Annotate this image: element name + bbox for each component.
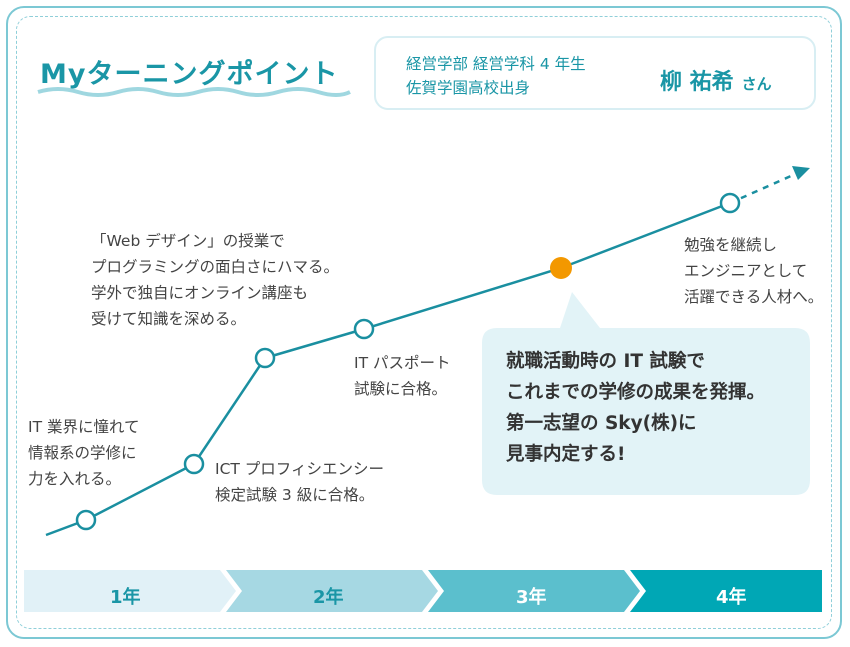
milestone-text-1: IT 業界に憧れて 情報系の学修に 力を入れる。 (28, 418, 140, 488)
year-segment-2 (226, 570, 438, 612)
profile-name: 柳 祐希 (660, 70, 734, 95)
callout-bubble (482, 292, 810, 495)
growth-line-arrow-dashed (729, 170, 801, 205)
milestone-point-1 (75, 509, 97, 531)
page-title: Myターニングポイント (40, 59, 339, 90)
profile-card: 経営学部 経営学科 4 年生 佐賀学園高校出身 柳 祐希さん (374, 36, 816, 110)
profile-honorific: さん (741, 75, 772, 93)
arrow-head-icon (792, 166, 810, 180)
milestone-text-3: 「Web デザイン」の授業で プログラミングの面白さにハマる。 学外で独自にオン… (91, 232, 340, 328)
year-segment-1 (24, 570, 236, 612)
profile-school: 佐賀学園高校出身 (406, 79, 531, 97)
milestone-point-4 (353, 318, 375, 340)
milestone-text-5: 勉強を継続し エンジニアとして 活躍できる人材へ。 (684, 236, 824, 306)
year-label-4: 4年 (716, 587, 747, 608)
milestone-text-4: IT パスポート 試験に合格。 (354, 354, 451, 398)
year-label-2: 2年 (313, 587, 344, 608)
milestone-point-3 (254, 347, 276, 369)
year-segment-3 (428, 570, 640, 612)
year-segment-4 (630, 570, 822, 612)
outer-frame (6, 6, 842, 639)
profile-department: 経営学部 経営学科 4 年生 (406, 55, 586, 73)
profile-name-wrap: 柳 祐希さん (660, 64, 772, 96)
milestone-point-5 (719, 192, 741, 214)
title-wave-underline (37, 87, 351, 97)
highlight-callout-text: 就職活動時の IT 試験で これまでの学修の成果を発揮。 第一志望の Sky(株… (506, 351, 766, 465)
year-label-1: 1年 (110, 587, 141, 608)
milestone-point-highlight (550, 257, 572, 279)
inner-dashed-frame (16, 16, 832, 629)
year-label-3: 3年 (516, 587, 547, 608)
milestone-point-2 (183, 453, 205, 475)
milestone-text-2: ICT プロフィシエンシー 検定試験 3 級に合格。 (215, 460, 384, 504)
